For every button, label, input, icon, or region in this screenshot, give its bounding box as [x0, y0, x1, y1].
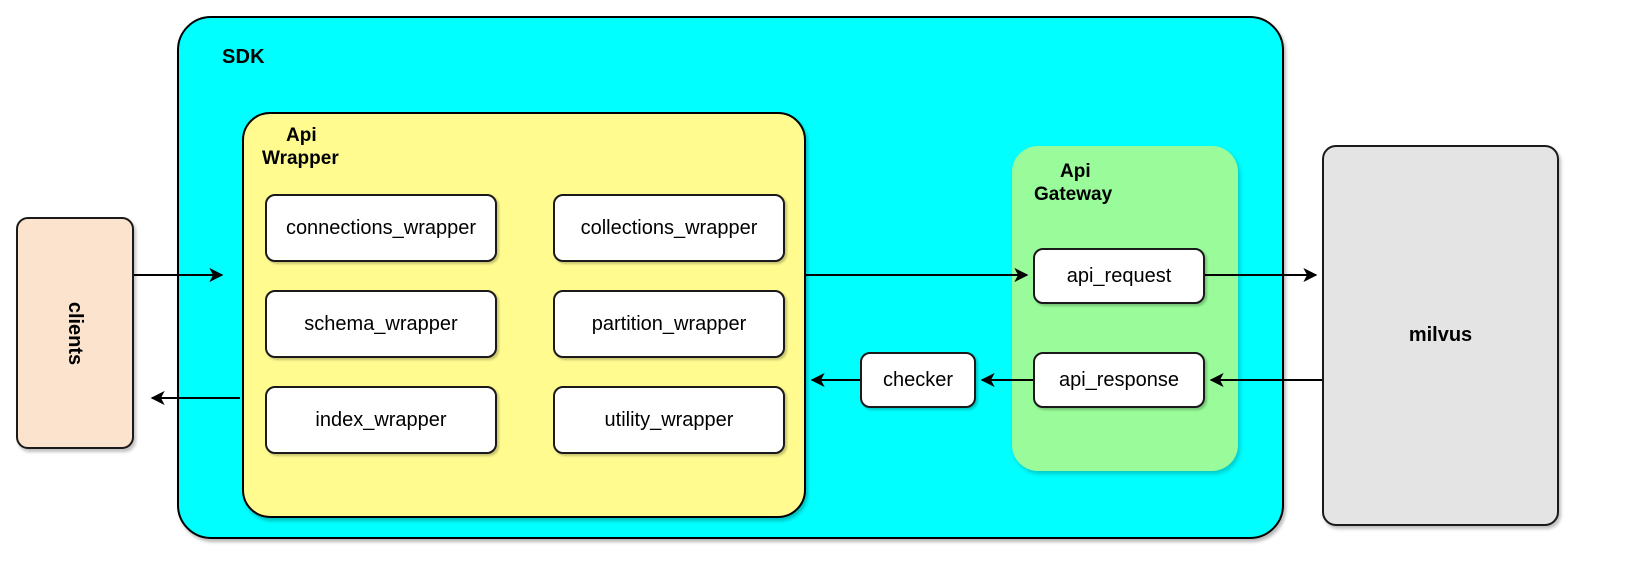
node-utility-wrapper[interactable]: utility_wrapper	[553, 386, 785, 454]
node-connections-wrapper[interactable]: connections_wrapper	[265, 194, 497, 262]
node-api-response-label: api_response	[1058, 368, 1180, 391]
node-schema-wrapper-label: schema_wrapper	[304, 312, 458, 335]
node-partition-wrapper[interactable]: partition_wrapper	[553, 290, 785, 358]
api-gateway-label-line2: Gateway	[1034, 184, 1113, 206]
api-gateway-label-line1: Api	[1060, 161, 1091, 182]
sdk-label: SDK	[222, 46, 265, 68]
node-collections-wrapper-label: collections_wrapper	[580, 216, 758, 239]
api-wrapper-label-line1: Api	[286, 125, 317, 146]
node-partition-wrapper-label: partition_wrapper	[591, 312, 747, 335]
node-api-request-label: api_request	[1066, 264, 1172, 287]
node-index-wrapper-label: index_wrapper	[315, 408, 447, 431]
clients-label: clients	[64, 301, 87, 365]
node-schema-wrapper[interactable]: schema_wrapper	[265, 290, 497, 358]
milvus-label: milvus	[1408, 324, 1473, 346]
clients-node[interactable]: clients	[16, 217, 134, 449]
node-collections-wrapper[interactable]: collections_wrapper	[553, 194, 785, 262]
node-checker-label: checker	[882, 368, 954, 391]
node-utility-wrapper-label: utility_wrapper	[604, 408, 734, 431]
milvus-node[interactable]: milvus	[1322, 145, 1559, 526]
api-wrapper-label-line2: Wrapper	[262, 148, 339, 170]
node-api-request[interactable]: api_request	[1033, 248, 1205, 304]
node-api-response[interactable]: api_response	[1033, 352, 1205, 408]
node-connections-wrapper-label: connections_wrapper	[285, 216, 477, 239]
node-checker[interactable]: checker	[860, 352, 976, 408]
node-index-wrapper[interactable]: index_wrapper	[265, 386, 497, 454]
